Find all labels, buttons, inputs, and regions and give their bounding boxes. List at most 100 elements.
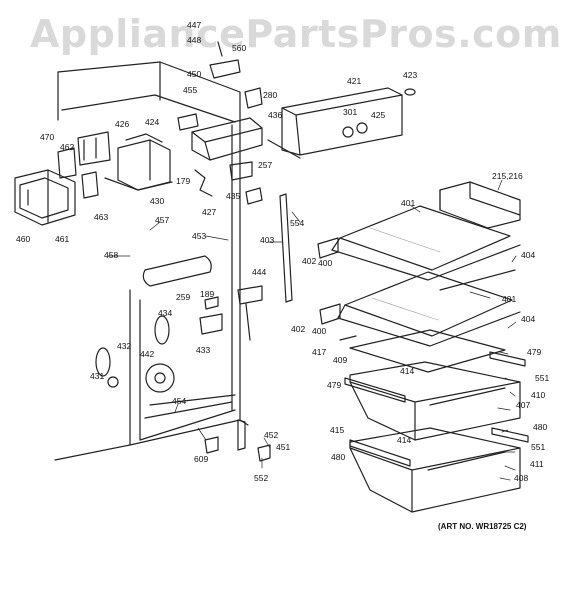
part-label-457: 457 [155, 215, 170, 225]
part-435-shape [246, 188, 262, 204]
grille-434 [155, 316, 169, 344]
dairy-bin [440, 182, 520, 228]
control-housing [105, 134, 172, 190]
part-463-shape [82, 172, 98, 198]
part-label-442: 442 [140, 349, 155, 359]
part-189-shape [205, 297, 218, 309]
shelf-support-lower [320, 304, 340, 324]
part-label-452: 452 [264, 430, 279, 440]
part-label-455: 455 [183, 85, 198, 95]
part-433-shape [200, 314, 222, 334]
part-label-425: 425 [371, 110, 386, 120]
part-label-421: 421 [347, 76, 362, 86]
part-label-454: 454 [172, 396, 187, 406]
part-label-189: 189 [200, 289, 215, 299]
part-label-414-upper: 414 [400, 366, 415, 376]
part-label-257: 257 [258, 160, 273, 170]
part-label-480-right: 480 [533, 422, 548, 432]
part-label-410: 410 [531, 390, 546, 400]
part-label-436: 436 [268, 110, 283, 120]
grille-432 [96, 348, 110, 376]
part-257-shape [230, 162, 252, 180]
part-label-401-upper: 401 [401, 198, 416, 208]
part-label-431: 431 [90, 371, 105, 381]
part-label-460: 460 [16, 234, 31, 244]
part-label-409: 409 [333, 355, 348, 365]
part-label-434: 434 [158, 308, 173, 318]
part-label-444: 444 [252, 267, 267, 277]
part-label-479-left: 479 [327, 380, 342, 390]
part-label-609: 609 [194, 454, 209, 464]
part-451-shape [258, 445, 270, 461]
part-label-430: 430 [150, 196, 165, 206]
part-label-552: 552 [254, 473, 269, 483]
fan-hub [155, 373, 165, 383]
part-label-432: 432 [117, 341, 132, 351]
part-label-407: 407 [516, 400, 531, 410]
part-label-551-upper: 551 [535, 373, 550, 383]
part-label-461: 461 [55, 234, 70, 244]
part-label-179: 179 [176, 176, 191, 186]
knob-301 [343, 127, 353, 137]
part-label-462: 462 [60, 142, 75, 152]
harness-427 [195, 170, 212, 196]
part-label-414-lower: 414 [397, 435, 412, 445]
part-444-shape [238, 286, 262, 304]
leader-lines [108, 180, 516, 480]
part-label-415: 415 [330, 425, 345, 435]
shelf-ladder [280, 194, 292, 302]
slide-479-left [345, 378, 405, 402]
part-label-259: 259 [176, 292, 191, 302]
watermark: AppliancePartsPros.com [30, 12, 562, 56]
evaporator-cover [15, 170, 75, 225]
part-label-423: 423 [403, 70, 418, 80]
part-label-450: 450 [187, 69, 202, 79]
part-label-480-left: 480 [331, 452, 346, 462]
crisper-cover [340, 330, 505, 372]
part-label-453: 453 [192, 231, 207, 241]
part-label-451: 451 [276, 442, 291, 452]
part-609-shape [205, 437, 218, 453]
light-housing [192, 118, 262, 160]
part-label-448: 448 [187, 35, 202, 45]
slide-480-left [350, 440, 410, 466]
fan-442 [146, 364, 174, 392]
part-431-shape [108, 377, 118, 387]
screw-448 [218, 42, 222, 56]
part-label-447: 447 [187, 20, 202, 30]
part-label-551-lower: 551 [531, 442, 546, 452]
slide-480-right [492, 428, 528, 442]
part-label-402-lower: 402 [291, 324, 306, 334]
part-label-426: 426 [115, 119, 130, 129]
top-trim [268, 88, 402, 158]
crisper-drawer-upper [350, 362, 520, 440]
crisper-drawer-lower [350, 428, 520, 512]
part-label-215-216: 215,216 [492, 171, 523, 181]
part-label-400-lower: 400 [312, 326, 327, 336]
part-label-463: 463 [94, 212, 109, 222]
knob-425 [357, 123, 367, 133]
glass-shelf-upper [332, 206, 520, 290]
bulb-423 [405, 89, 415, 95]
part-label-411: 411 [530, 459, 544, 469]
art-number: (ART NO. WR18725 C2) [438, 522, 527, 531]
part-label-433: 433 [196, 345, 211, 355]
part-label-401-lower: 401 [502, 294, 517, 304]
part-label-402-upper: 402 [302, 256, 317, 266]
part-label-404-lower: 404 [521, 314, 536, 324]
glass-shelf-middle [338, 272, 520, 346]
part-label-301: 301 [343, 107, 358, 117]
air-duct-259 [143, 256, 211, 286]
part-label-560: 560 [232, 43, 247, 53]
part-label-435: 435 [226, 191, 241, 201]
part-label-427: 427 [202, 207, 217, 217]
part-280-shape [245, 88, 262, 108]
part-label-400-upper: 400 [318, 258, 333, 268]
part-label-417: 417 [312, 347, 327, 357]
part-label-408: 408 [514, 473, 529, 483]
shelf-support-upper [318, 238, 338, 258]
part-label-280: 280 [263, 90, 278, 100]
part-label-479-right: 479 [527, 347, 542, 357]
